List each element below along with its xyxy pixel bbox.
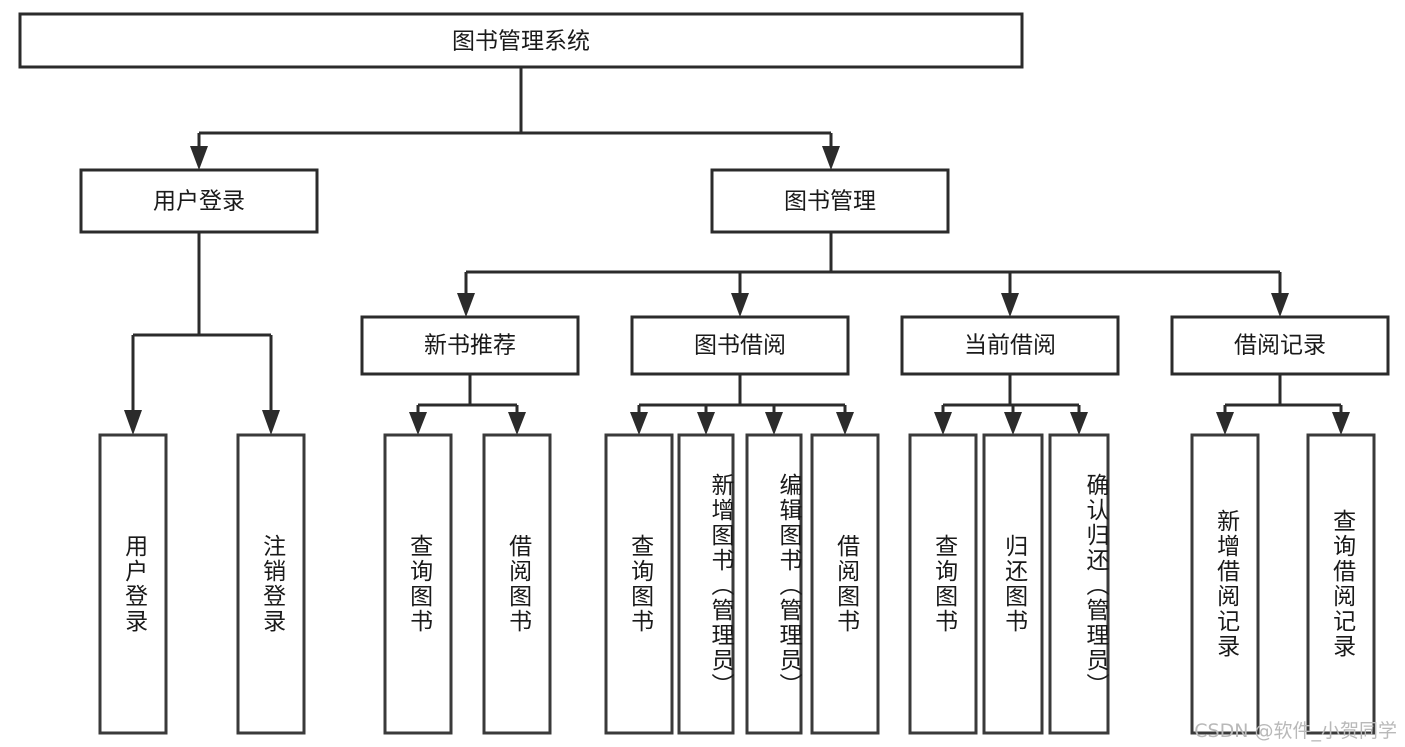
node-new-book-recommend-label: 新书推荐 (424, 333, 516, 359)
connectors-new-book-recommend-to-leaves (409, 374, 526, 435)
arrowhead-leaf-query-record (1332, 412, 1350, 435)
node-root[interactable]: 图书管理系统 (18, 12, 1024, 69)
arrowhead-leaf-user-login (124, 410, 142, 435)
connectors-borrow-record-to-leaves (1216, 374, 1350, 435)
arrowhead-borrow-record (1271, 293, 1289, 317)
connectors-current-borrow-to-leaves (934, 374, 1088, 435)
arrowhead-leaf-query-book-3 (934, 412, 952, 435)
arrowhead-leaf-query-book-1 (409, 412, 427, 435)
node-book-borrow-box[interactable] (630, 315, 850, 376)
node-book-management-label: 图书管理 (784, 189, 876, 215)
arrowhead-leaf-add-record (1216, 412, 1234, 435)
node-leaf-logout-box[interactable] (236, 433, 306, 735)
connectors-book-borrow-to-leaves (630, 374, 854, 435)
node-new-book-recommend-box[interactable] (360, 315, 580, 376)
node-leaf-add-record-box[interactable] (1190, 433, 1260, 735)
arrowhead-new-book-recommend (457, 293, 475, 317)
arrowhead-leaf-logout (262, 410, 280, 435)
arrowhead-leaf-add-book (697, 412, 715, 435)
node-book-borrow-label: 图书借阅 (694, 333, 786, 359)
node-current-borrow-label: 当前借阅 (964, 333, 1056, 359)
node-leaf-query-book-1-box[interactable] (383, 433, 453, 735)
node-leaf-query-book-2-box[interactable] (604, 433, 674, 735)
arrowhead-leaf-borrow-book-2 (836, 412, 854, 435)
node-book-management[interactable]: 图书管理 (710, 168, 950, 234)
node-book-management-box[interactable] (710, 168, 950, 234)
node-borrow-record[interactable]: 借阅记录 (1170, 315, 1390, 376)
arrowhead-leaf-return-book (1004, 412, 1022, 435)
connectors-book-management-to-level3 (457, 232, 1289, 317)
node-leaf-confirm-return-box[interactable] (1048, 433, 1110, 735)
node-new-book-recommend[interactable]: 新书推荐 (360, 315, 580, 376)
node-root-box[interactable] (18, 12, 1024, 69)
node-leaf-add-book-box[interactable] (677, 433, 735, 735)
node-leaf-edit-book-box[interactable] (745, 433, 803, 735)
node-book-borrow[interactable]: 图书借阅 (630, 315, 850, 376)
node-current-borrow-box[interactable] (900, 315, 1120, 376)
node-leaf-query-book-3-box[interactable] (908, 433, 978, 735)
node-leaf-borrow-book-1-box[interactable] (482, 433, 552, 735)
node-root-label: 图书管理系统 (452, 29, 590, 55)
node-borrow-record-box[interactable] (1170, 315, 1390, 376)
node-leaf-return-book-box[interactable] (982, 433, 1044, 735)
connectors-user-login-to-leaves (124, 232, 280, 435)
arrowhead-book-management (822, 146, 840, 170)
arrowhead-leaf-borrow-book-1 (508, 412, 526, 435)
node-leaf-query-record-box[interactable] (1306, 433, 1376, 735)
arrowhead-current-borrow (1001, 293, 1019, 317)
node-user-login[interactable]: 用户登录 (79, 168, 319, 234)
arrowhead-leaf-query-book-2 (630, 412, 648, 435)
node-leaf-user-login-box[interactable] (98, 433, 168, 735)
node-user-login-label: 用户登录 (153, 189, 245, 215)
csdn-watermark: CSDN @软件_小贺同学 (1194, 720, 1397, 742)
arrowhead-leaf-edit-book (765, 412, 783, 435)
node-borrow-record-label: 借阅记录 (1234, 333, 1326, 359)
node-user-login-box[interactable] (79, 168, 319, 234)
arrowhead-user-login (190, 146, 208, 170)
node-leaf-borrow-book-2-box[interactable] (810, 433, 880, 735)
arrowhead-book-borrow (731, 293, 749, 317)
arrowhead-leaf-confirm-return (1070, 412, 1088, 435)
connectors-root-to-level2 (190, 67, 840, 170)
node-current-borrow[interactable]: 当前借阅 (900, 315, 1120, 376)
